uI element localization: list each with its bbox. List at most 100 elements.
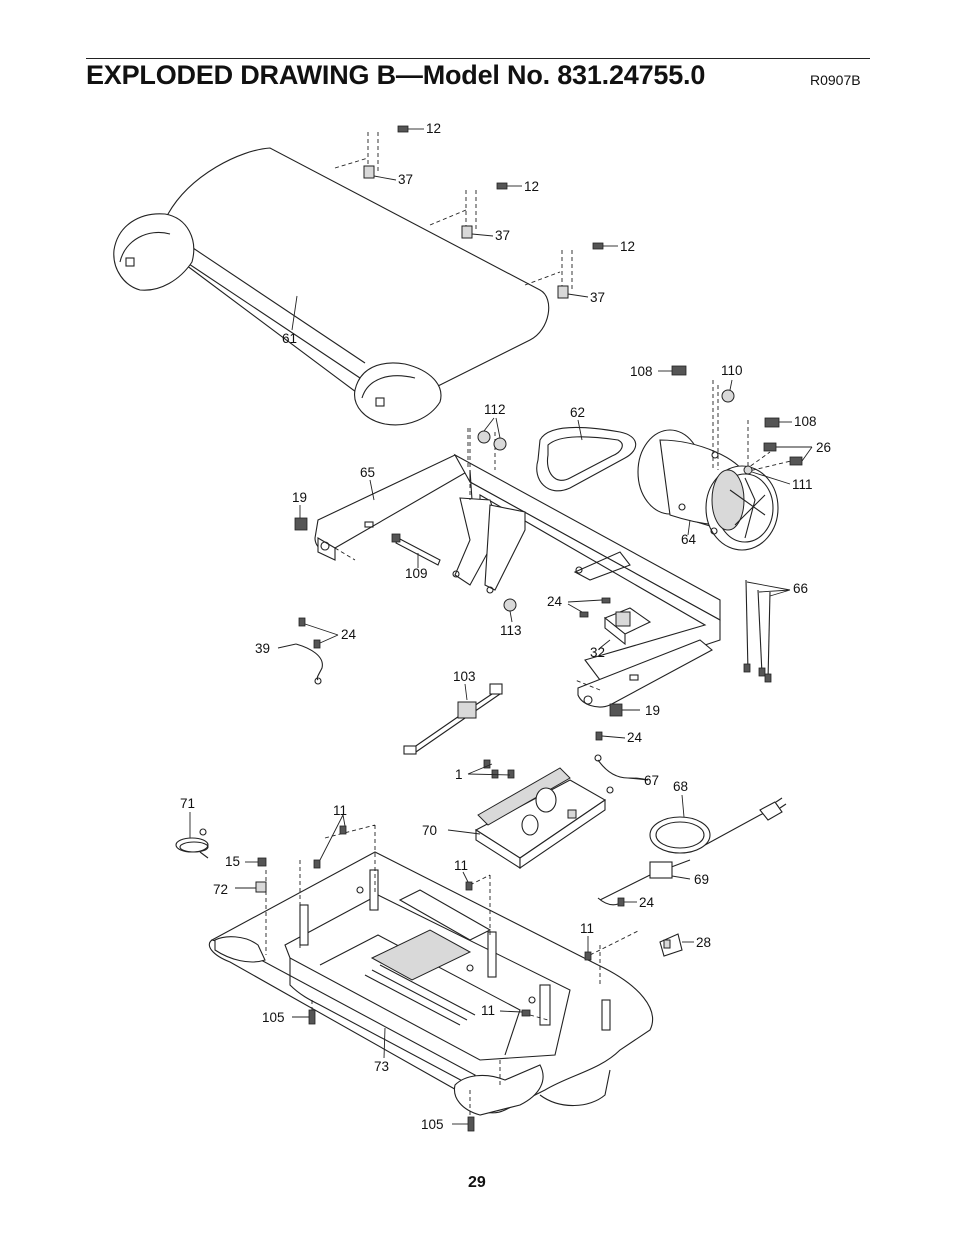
dash-frame <box>334 428 601 691</box>
callout-62: 62 <box>570 405 585 420</box>
callout-108-b: 108 <box>794 414 817 429</box>
screw-11-a <box>313 814 347 869</box>
dash-motor <box>712 380 796 473</box>
washer-111 <box>743 465 791 485</box>
leader-70 <box>447 763 511 835</box>
callout-15: 15 <box>225 854 240 869</box>
callout-19-a: 19 <box>292 490 307 505</box>
transformer-part-32 <box>603 607 652 646</box>
bolt-26-a <box>763 442 777 452</box>
ground-wire-39 <box>277 617 339 685</box>
dash-hood-b <box>429 190 477 232</box>
callout-12-b: 12 <box>524 179 539 194</box>
leader-62 <box>577 419 583 441</box>
callout-24-c: 24 <box>627 730 643 745</box>
page-title: EXPLODED DRAWING B—Model No. 831.24755.0 <box>86 60 706 90</box>
dash-base <box>265 824 641 1115</box>
leader-32 <box>599 639 611 649</box>
hood-part-61 <box>113 147 550 426</box>
wire-harness-103 <box>403 683 503 755</box>
frame-part-65 <box>314 453 721 708</box>
cable-part-71 <box>175 812 209 859</box>
clip-37-c <box>557 285 589 299</box>
callout-12-c: 12 <box>620 239 635 254</box>
callout-24-a: 24 <box>547 594 563 609</box>
bolt-108-a <box>658 365 687 376</box>
clip-37-b <box>461 225 494 239</box>
callout-19-b: 19 <box>645 703 660 718</box>
screw-24-d <box>617 897 637 907</box>
callout-71: 71 <box>180 796 195 811</box>
screw-24-a <box>567 597 611 618</box>
nut-110 <box>721 379 735 403</box>
controller-part-70 <box>474 759 607 870</box>
callout-11-a: 11 <box>333 803 347 818</box>
belt-part-62 <box>536 426 637 492</box>
callout-111: 111 <box>792 477 813 492</box>
callout-105-a: 105 <box>262 1010 285 1025</box>
wire-part-67 <box>594 731 649 794</box>
leader-73 <box>383 1027 386 1059</box>
callout-11-b: 11 <box>454 858 468 873</box>
callout-65: 65 <box>360 465 375 480</box>
screw-105-a <box>292 1009 316 1025</box>
callout-61: 61 <box>282 331 297 346</box>
callout-109: 109 <box>405 566 428 581</box>
callout-103: 103 <box>453 669 476 684</box>
drawing-code: R0907B <box>810 72 861 88</box>
callout-70: 70 <box>422 823 437 838</box>
screw-12-b <box>496 182 522 190</box>
callout-11-c: 11 <box>580 921 594 936</box>
screw-12-c <box>592 242 618 250</box>
callout-66: 66 <box>793 581 808 596</box>
callout-64: 64 <box>681 532 697 547</box>
nut-113 <box>503 598 517 623</box>
callout-39: 39 <box>255 641 270 656</box>
callout-69: 69 <box>694 872 709 887</box>
callout-110: 110 <box>721 363 743 378</box>
header-rule <box>86 58 870 59</box>
callout-73: 73 <box>374 1059 389 1074</box>
tie-straps-66 <box>743 579 791 683</box>
page-number: 29 <box>468 1174 486 1191</box>
nut-112 <box>477 417 507 451</box>
bolt-19-a <box>294 505 308 531</box>
callout-37-c: 37 <box>590 290 605 305</box>
screw-105-b <box>452 1116 475 1132</box>
switch-part-28 <box>659 933 694 957</box>
callout-72: 72 <box>213 882 228 897</box>
clip-37-a <box>363 165 397 181</box>
callout-112: 112 <box>484 402 506 417</box>
screw-12-a <box>397 125 424 133</box>
line-filter-69 <box>597 859 691 906</box>
axle-109 <box>391 533 441 566</box>
callout-1: 1 <box>455 767 463 782</box>
callout-24-b: 24 <box>341 627 357 642</box>
bolt-19-b <box>609 703 640 717</box>
leader-103 <box>464 683 468 701</box>
bolt-26-b <box>789 456 803 466</box>
motor-part-64 <box>637 429 779 551</box>
callout-12-a: 12 <box>426 121 441 136</box>
callout-37-b: 37 <box>495 228 510 243</box>
leader-65 <box>369 479 375 501</box>
callout-105-b: 105 <box>421 1117 444 1132</box>
callout-67: 67 <box>644 773 659 788</box>
callout-37-a: 37 <box>398 172 413 187</box>
callout-11-d: 11 <box>481 1003 495 1018</box>
screw-11-b <box>462 871 473 891</box>
leader-61 <box>291 295 298 331</box>
callout-26: 26 <box>816 440 831 455</box>
screw-11-c <box>584 936 592 961</box>
bushing-72 <box>235 881 267 893</box>
callout-113: 113 <box>500 623 522 638</box>
callout-24-d: 24 <box>639 895 655 910</box>
dash-hood-c <box>524 250 573 290</box>
dash-hood-a <box>334 132 379 172</box>
callout-28: 28 <box>696 935 711 950</box>
power-cord-68 <box>649 794 787 854</box>
base-part-73 <box>208 851 654 1116</box>
screw-15 <box>245 857 267 867</box>
screw-11-d <box>499 1009 531 1017</box>
